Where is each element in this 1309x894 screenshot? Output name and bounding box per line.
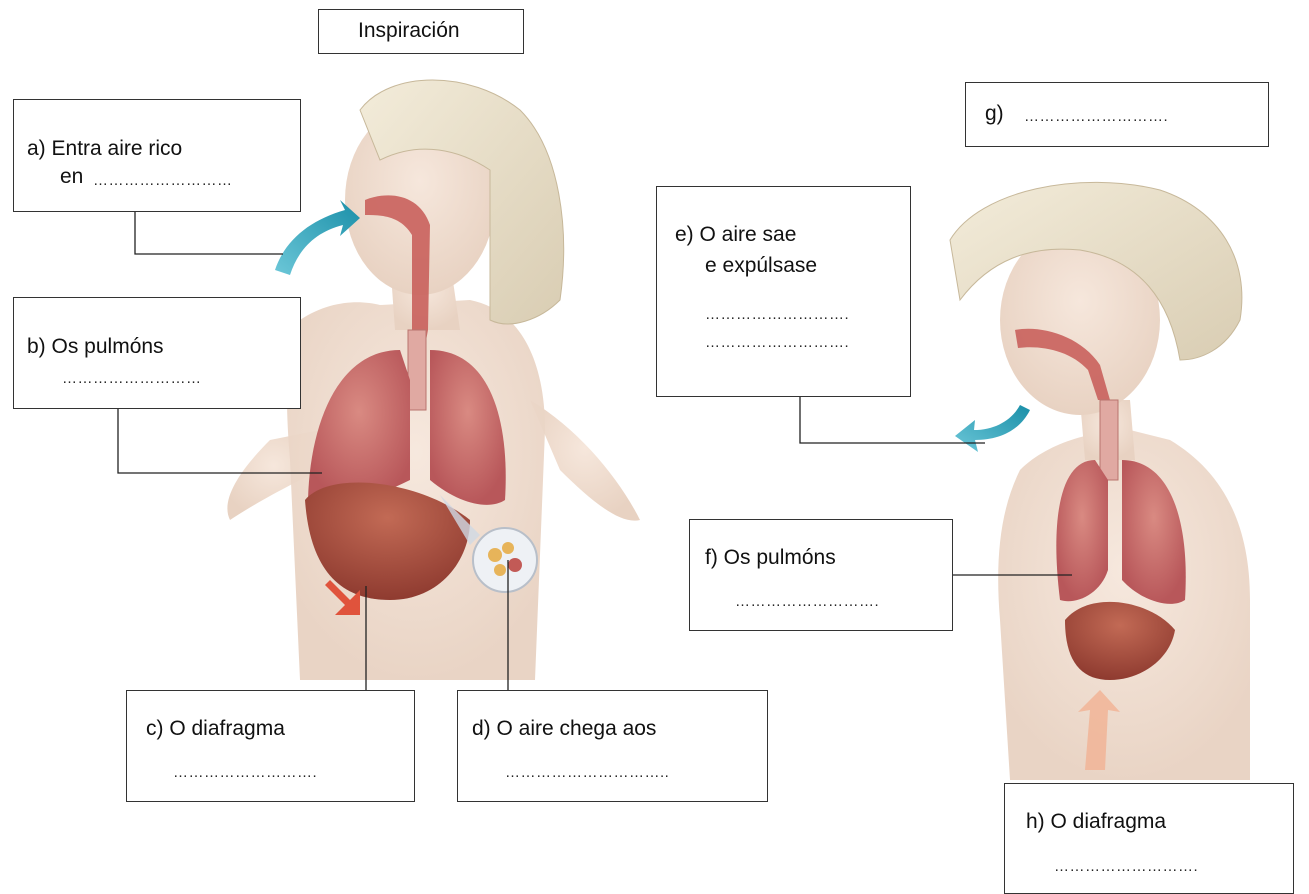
blank-h[interactable]: ………………………. xyxy=(1054,858,1198,875)
label-c: c) O diafragma xyxy=(146,716,285,742)
blank-e2[interactable]: ………………………. xyxy=(705,334,849,351)
label-box-d xyxy=(457,690,768,802)
right-figure xyxy=(950,182,1250,780)
blank-g[interactable]: ………………………. xyxy=(1024,108,1168,125)
label-box-f xyxy=(689,519,953,631)
label-a-line2: en xyxy=(60,164,83,190)
label-d: d) O aire chega aos xyxy=(472,716,656,742)
page-title: Inspiración xyxy=(358,18,460,44)
label-f: f) Os pulmóns xyxy=(705,545,836,571)
label-e-line1: e) O aire sae xyxy=(675,222,796,248)
blank-f[interactable]: ………………………. xyxy=(735,593,879,610)
label-box-c xyxy=(126,690,415,802)
blank-c[interactable]: ………………………. xyxy=(173,764,317,781)
label-box-e xyxy=(656,186,911,397)
label-h: h) O diafragma xyxy=(1026,809,1166,835)
label-b: b) Os pulmóns xyxy=(27,334,164,360)
label-g: g) xyxy=(985,101,1004,127)
label-e-line2: e expúlsase xyxy=(705,253,817,279)
blank-b[interactable]: ……………………… xyxy=(62,370,202,387)
blank-e1[interactable]: ………………………. xyxy=(705,306,849,323)
blank-d[interactable]: ………………………….. xyxy=(505,764,669,781)
label-a-line1: a) Entra aire rico xyxy=(27,136,182,162)
blank-a[interactable]: ……………………… xyxy=(93,172,233,189)
label-box-h xyxy=(1004,783,1294,894)
